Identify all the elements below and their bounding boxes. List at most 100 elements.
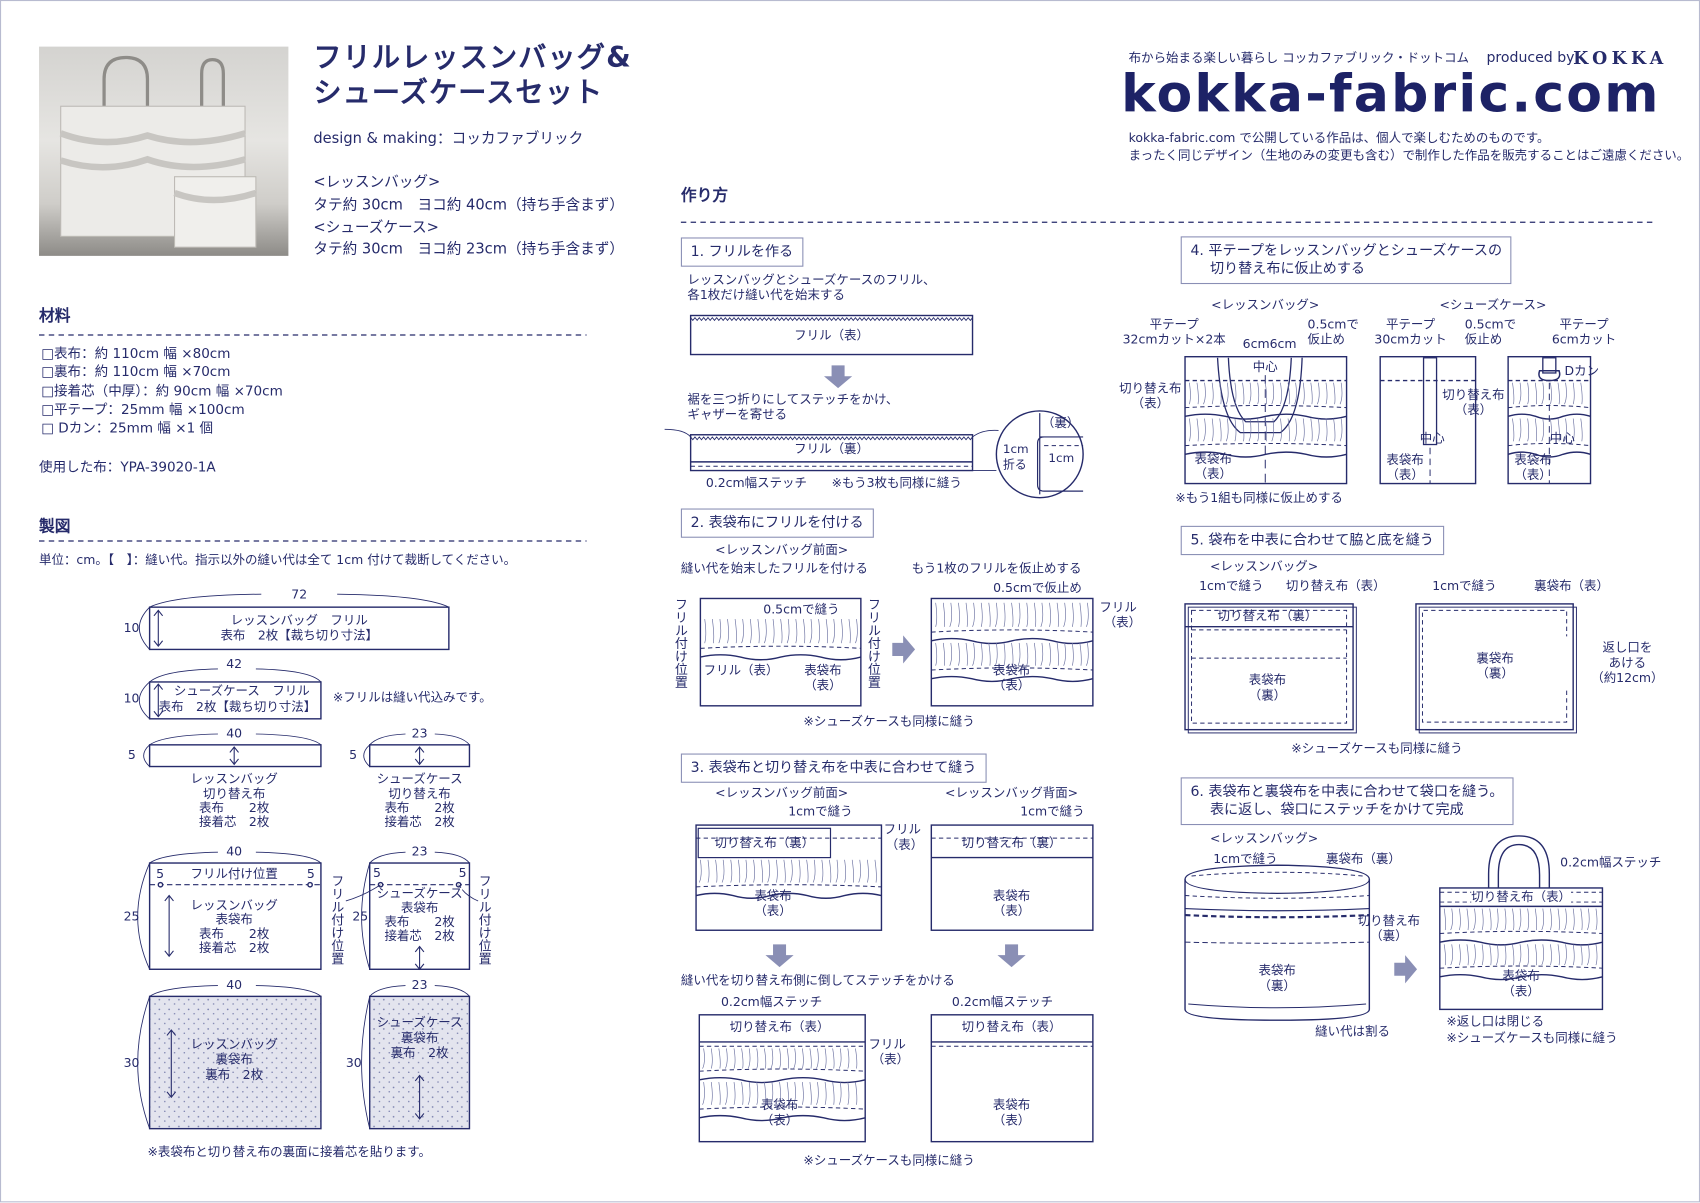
- frill-label: フリル: [868, 1036, 906, 1052]
- switch-label: （表）: [1454, 402, 1493, 418]
- piece-label: 表布 2枚: [384, 913, 455, 930]
- switch-label: （裏）: [1370, 928, 1408, 944]
- dim-height: 10: [123, 690, 140, 706]
- outer-label: （表）: [992, 903, 1031, 919]
- dim-height: 30: [345, 1054, 362, 1071]
- outer-label: 表袋布: [1258, 962, 1296, 978]
- piece-label: レッスンバッグ フリル: [230, 612, 368, 628]
- arrow-right-icon: [1394, 955, 1418, 984]
- stitch-label: 0.2cm幅ステッチ: [951, 994, 1054, 1010]
- ruffle-gathers: [935, 642, 1089, 666]
- ruffle-stitch: [700, 645, 861, 649]
- switch-back-label: 切り替え布（裏）: [1217, 608, 1318, 624]
- outer-label: 表袋布: [992, 662, 1031, 678]
- dim-height: 5: [349, 747, 358, 763]
- step2-desc-right: もう1枚のフリルを仮止めする: [911, 560, 1082, 576]
- step1-desc: レッスンバッグとシューズケースのフリル、: [687, 272, 936, 288]
- piece-label: 裏袋布: [400, 1029, 439, 1046]
- brand-tagline: 布から始まる楽しい暮らし コッカファブリック・ドットコム: [1128, 49, 1470, 66]
- stitch-label: 0.2cm幅ステッチ: [1560, 854, 1662, 870]
- opening-label: （約12cm）: [1591, 670, 1664, 686]
- outer-label: （表）: [992, 1112, 1031, 1128]
- detail-fold-label: 1cm: [1002, 442, 1029, 457]
- step1-desc: ギャザーを寄せる: [687, 406, 788, 422]
- step4-sub-lb: <レッスンバッグ>: [1211, 297, 1320, 313]
- dim-width: 40: [226, 725, 243, 741]
- arrow-down-icon: [997, 944, 1026, 968]
- ruffle-hem: [1184, 413, 1347, 420]
- baste-label: 仮止め: [1307, 331, 1345, 347]
- step1-diagram: [664, 314, 1084, 499]
- ruffle-stitch: [1185, 405, 1347, 409]
- ruffle-stitch: [931, 667, 1093, 671]
- step1-desc: 各1枚だけ縫い代を始末する: [687, 287, 845, 303]
- piece-label: 接着芯 2枚: [384, 814, 455, 830]
- tape-label: 平テープ: [1559, 316, 1609, 332]
- piece-label: 接着芯 2枚: [199, 814, 270, 830]
- step4-diagram: [1184, 355, 1592, 485]
- step6-note: ※返し口は閉じる: [1446, 1013, 1545, 1029]
- dim-width: 40: [226, 843, 243, 859]
- ruffle-stitch: [696, 884, 882, 888]
- piece-label: 裏布 2枚: [205, 1066, 264, 1083]
- piece-outer-lb: [148, 862, 322, 970]
- step6-title-line1: 6. 表袋布と裏袋布を中表に合わせて袋口を縫う。: [1190, 783, 1504, 801]
- page-title-line1: フリルレッスンバッグ&: [313, 42, 632, 75]
- outer-label: 表袋布: [804, 662, 842, 678]
- ruffle-hem: [695, 892, 882, 899]
- seam-open-label: 縫い代は割る: [1315, 1023, 1390, 1039]
- step6-sub: <レッスンバッグ>: [1209, 830, 1319, 846]
- outer-label: （表）: [992, 677, 1031, 693]
- shoe-case-size: タテ約 30cm ヨコ約 23cm（持ち手含まず）: [313, 240, 625, 259]
- ruffle-gathers: [935, 602, 1089, 628]
- outer-label: 表袋布: [992, 1097, 1031, 1113]
- stitch-label: 0.2cm幅ステッチ: [720, 994, 823, 1010]
- ruffle-gathers: [699, 859, 877, 883]
- piece-label: 表布 2枚【裁ち切り寸法】: [220, 627, 379, 643]
- sew-label: 0.5cmで縫う: [763, 601, 840, 617]
- piece-label: 裏布 2枚: [390, 1045, 449, 1061]
- ruffle-stitch: [1439, 930, 1603, 934]
- kokka-wordmark: KOKKA: [1573, 47, 1668, 69]
- ruffle-gathers: [702, 1048, 858, 1069]
- piece-label: 接着芯 2枚: [384, 928, 455, 944]
- step6-title: 6. 表袋布と裏袋布を中表に合わせて袋口を縫う。 表に返し、袋口にステッチをかけ…: [1180, 777, 1514, 826]
- step4-title-line1: 4. 平テープをレッスンバッグとシューズケースの: [1190, 242, 1503, 260]
- ruffle-gathers: [1189, 382, 1343, 405]
- center-label: 中心: [1419, 430, 1445, 446]
- piece-label: 表布 2枚: [384, 800, 455, 816]
- frill-note: ※フリルは縫い代込みです。: [332, 689, 492, 705]
- lesson-bag-heading: <レッスンバッグ>: [313, 173, 441, 191]
- tape-label: 平テープ: [1149, 316, 1199, 332]
- step3-desc: 縫い代を切り替え布側に倒してステッチをかける: [680, 972, 955, 988]
- ruffle-hem: [931, 675, 1094, 683]
- sew-label: 1cmで縫う: [1432, 577, 1497, 594]
- pattern-heading: 製図: [39, 518, 71, 536]
- lining-front-label: 裏袋布（表）: [1534, 577, 1609, 594]
- lining-back-label: 裏袋布（裏）: [1325, 851, 1401, 867]
- piece-label: シューズケース: [376, 885, 463, 901]
- site-logo[interactable]: kokka-fabric.com: [1121, 63, 1661, 125]
- step3-note: ※シューズケースも同様に縫う: [803, 1152, 975, 1168]
- detail-back-label: （裏）: [1041, 415, 1080, 431]
- ruffle-stitch: [1439, 965, 1603, 969]
- piece-label: 切り替え布: [203, 786, 266, 802]
- fabric-used: 使用した布：YPA-39020-1A: [39, 458, 216, 475]
- ruffle-hem: [1439, 973, 1603, 981]
- dim-width: 42: [226, 655, 243, 672]
- tape-label: 32cmカット×2本: [1122, 331, 1226, 347]
- baste-label: 0.5cmで仮止め: [993, 580, 1082, 596]
- dim-height: 30: [123, 1054, 140, 1071]
- sew-label: 1cmで縫う: [1020, 803, 1085, 819]
- ruffle-hem: [1439, 939, 1603, 946]
- page-title-line2: シューズケースセット: [313, 76, 604, 110]
- dim-height: 25: [123, 908, 140, 924]
- lesson-bag-size: タテ約 30cm ヨコ約 40cm（持ち手含まず）: [313, 196, 625, 214]
- piece-label: レッスンバッグ: [190, 770, 278, 787]
- piece-label: 表布 2枚: [199, 925, 270, 942]
- switch-front-label: 切り替え布（表）: [729, 1019, 830, 1035]
- step2-diagram: [699, 597, 1094, 707]
- outer-label: （表）: [760, 1112, 799, 1128]
- outer-label: （表）: [1386, 467, 1424, 483]
- frill-label: フリル: [883, 821, 922, 838]
